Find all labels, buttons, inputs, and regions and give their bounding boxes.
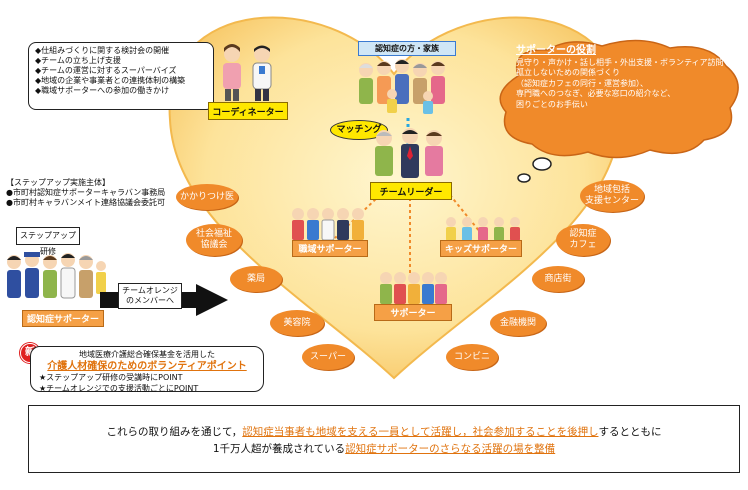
summary-line-1: これらの取り組みを通じて，認知症当事者も地域を支える一員として活躍し，社会参加す… [29,424,739,441]
family-illustration [359,59,445,114]
team-orange-member-box: チームオレンジ のメンバーへ [118,283,182,309]
resource-social-welfare-council: 社会福祉 協議会 [186,224,242,256]
volunteer-points-box: 地域医療介護総合確保基金を活用した 介護人材確保のためのボランティアポイント ★… [30,346,264,393]
arrow-text-line: チームオレンジ [122,286,178,295]
supporter-illustration [380,272,447,304]
coordinator-label: コーディネーター [208,102,288,120]
resource-family-doctor: かかりつけ医 [176,184,238,210]
workplace-supporter-illustration [292,208,364,241]
role-line: 専門職へのつなぎ、必要な窓口の紹介など、 [516,89,676,99]
team-leader-illustration [375,128,443,178]
resource-pharmacy: 薬局 [230,266,282,292]
summary-line-2: 1千万人超が養成されている認知症サポーターのさらなる活躍の場を整備 [29,441,739,458]
resource-convenience-store: コンビニ [446,344,498,370]
dementia-supporter-illustration [7,252,106,299]
summary-text: これらの取り組みを通じて， [106,426,243,438]
team-leader-label: チームリーダー [370,182,452,200]
summary-box: これらの取り組みを通じて，認知症当事者も地域を支える一員として活躍し，社会参加す… [28,405,740,473]
summary-text: するとともに [598,426,662,438]
resource-shopping-street: 商店街 [532,266,584,292]
stepup-organizer: 【ステップアップ実施主体】 ●市町村認知症サポーターキャラバン事務局 ●市町村キ… [6,178,196,208]
role-line: （認知症カフェの同行・運営参加）、 [516,78,648,88]
thought-cloud [499,39,739,183]
kids-supporter-label: キッズサポーター [440,240,522,257]
stepup-line: 【ステップアップ実施主体】 [6,178,110,187]
resource-beauty-salon: 美容院 [270,310,324,336]
resource-dementia-cafe: 認知症 カフェ [556,224,610,256]
duty-item: ◆職域サポーターへの参加の働きかけ [35,86,170,95]
role-line: 見守り・声かけ・話し相手・外出支援・ボランティア訪問 [516,58,724,67]
points-line-3: ★ステップアップ研修の受講時にPOINT [39,373,183,383]
workplace-supporter-label: 職域サポーター [292,240,368,257]
summary-highlight: 認知症サポーターのさらなる活躍の場を整備 [345,442,556,455]
supporter-role-text: サポーターの役割 見守り・声かけ・話し相手・外出支援・ボランティア訪問 孤立しな… [516,44,738,110]
resource-supermarket: スーパー [302,344,354,370]
duty-item: ◆地域の企業や事業者との連携体制の構築 [35,76,186,85]
stepup-line: ●市町村キャラバンメイト連絡協議会委託可 [6,198,166,207]
points-line-4: ★チームオレンジでの支援活動ごとにPOINT [39,383,199,393]
supporter-label: サポーター [374,304,452,321]
summary-highlight: 認知症当事者も地域を支える一員として活躍し，社会参加することを後押し [242,426,599,438]
points-line-1: 地域医療介護総合確保基金を活用した [79,350,215,359]
arrow-text-line: のメンバーへ [126,296,174,305]
resource-community-center: 地域包括 支援センター [580,180,644,212]
supporter-role-title: サポーターの役割 [516,45,596,56]
role-line: 孤立しないための関係づくり [516,68,620,78]
summary-text: 1千万人超が養成されている [212,442,346,455]
duty-item: ◆チームの運営に対するスーパーバイズ [35,66,177,75]
family-label: 認知症の方・家族 [358,41,456,56]
points-line-2: 介護人材確保のためのボランティアポイント [47,361,247,373]
coordinator-duties-box: ◆仕組みづくりに関する検討会の開催 ◆チームの立ち上げ支援 ◆チームの運営に対す… [28,42,214,110]
duty-item: ◆チームの立ち上げ支援 [35,56,121,65]
role-line: 困りごとのお手伝い [516,99,588,109]
stepup-training-box: ステップアップ研修 [16,227,80,256]
resource-financial-institution: 金融機関 [490,310,546,336]
dementia-supporter-label: 認知症サポーター [22,310,104,327]
kids-supporter-illustration [446,217,520,241]
coordinator-illustration [223,44,272,101]
duty-item: ◆仕組みづくりに関する検討会の開催 [35,46,170,55]
matching-label: マッチング [330,120,388,140]
stepup-line: ●市町村認知症サポーターキャラバン事務局 [6,188,166,197]
